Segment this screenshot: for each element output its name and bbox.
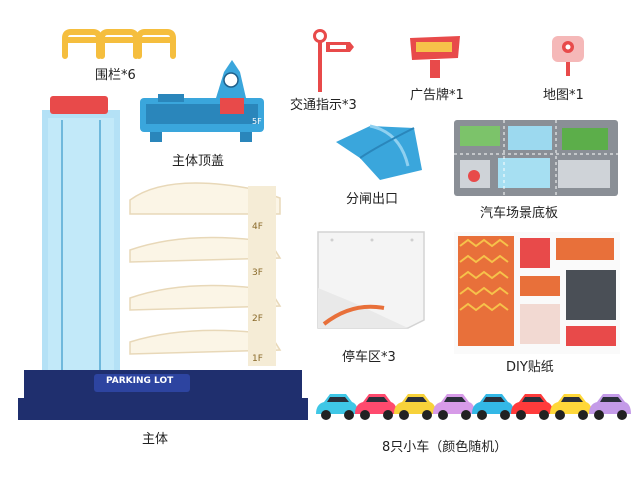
floor-label-4f: 4F (252, 222, 263, 232)
fence-parts (60, 26, 178, 60)
svg-text:5F: 5F (252, 117, 262, 126)
map-part (548, 32, 588, 78)
traffic-sign-label: 交通指示*3 (290, 98, 357, 113)
mini-car (589, 394, 631, 420)
diy-stickers-label: DIY贴纸 (506, 360, 554, 375)
mini-car (433, 394, 475, 420)
map-label: 地图*1 (543, 88, 584, 103)
main-body-sign: PARKING LOT (106, 376, 174, 386)
scene-board-part (454, 120, 618, 196)
mini-cars-label: 8只小车（颜色随机） (382, 440, 508, 455)
floor-label-3f: 3F (252, 268, 263, 278)
main-body-part (18, 90, 314, 424)
mini-car (355, 394, 397, 420)
gate-exit-part (330, 118, 426, 184)
mini-car (550, 394, 592, 420)
fence-label: 围栏*6 (95, 68, 136, 83)
billboard-part (406, 32, 464, 80)
scene-board-label: 汽车场景底板 (480, 206, 559, 221)
parking-area-part (312, 228, 430, 334)
parking-area-label: 停车区*3 (342, 350, 396, 365)
traffic-sign-part (306, 26, 356, 92)
top-cover-label: 主体顶盖 (172, 154, 225, 169)
mini-car (472, 394, 514, 420)
diy-stickers-part (454, 232, 620, 354)
top-cover-part: 5F (140, 58, 270, 144)
mini-car (316, 394, 358, 420)
floor-label-1f: 1F (252, 354, 263, 364)
mini-cars-group (312, 388, 632, 428)
mini-car (511, 394, 553, 420)
gate-exit-label: 分闸出口 (346, 192, 399, 207)
floor-label-2f: 2F (252, 314, 263, 324)
main-body-label: 主体 (142, 432, 169, 447)
billboard-label: 广告牌*1 (410, 88, 464, 103)
mini-car (394, 394, 436, 420)
